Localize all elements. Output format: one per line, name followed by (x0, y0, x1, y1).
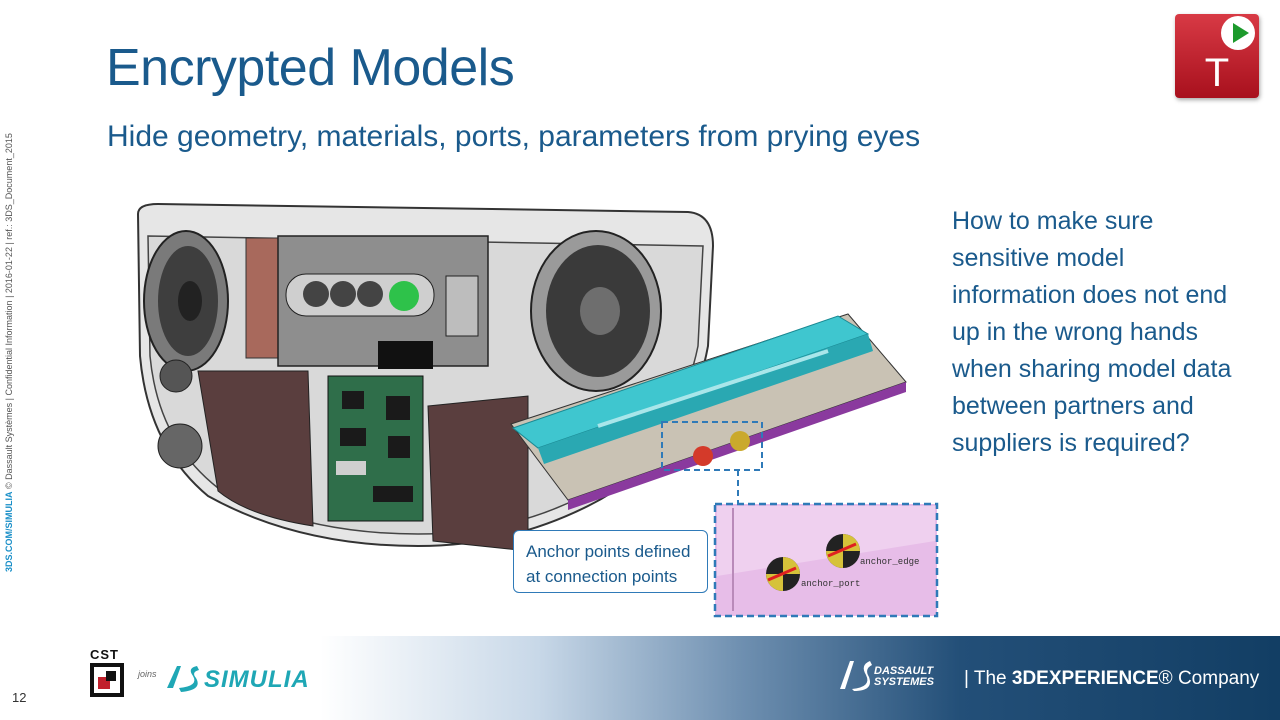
presenter-app-logo[interactable]: T (1175, 14, 1259, 98)
slide-subtitle: Hide geometry, materials, ports, paramet… (107, 120, 921, 153)
tag-bold: 3DEXPERIENCE (1011, 668, 1159, 689)
ds-logo-icon (840, 661, 872, 691)
callout-line-2: at connection points (526, 567, 678, 586)
simulia-logo-icon (167, 666, 199, 692)
callout-line-1: Anchor points defined (526, 542, 691, 561)
question-line: information does not end (952, 281, 1228, 309)
device-illustration: anchor_port anchor_edge (136, 202, 939, 618)
side-url: 3DS.COM/SIMULIA (4, 491, 14, 572)
ds-name-line-1: DASSAULT (874, 665, 934, 677)
footer-bar (0, 636, 1280, 720)
question-line: up in the wrong hands (952, 318, 1199, 346)
question-text: How to make sure sensitive model informa… (952, 203, 1252, 462)
ds-name: DASSAULT SYSTEMES (874, 666, 934, 688)
tag-prefix: | The (964, 668, 1012, 689)
anchor-port-label: anchor_port (801, 579, 860, 589)
question-line: suppliers is required? (952, 429, 1190, 457)
t-logo-letter: T (1204, 51, 1230, 95)
anchor-callout: Anchor points defined at connection poin… (513, 530, 708, 593)
question-line: How to make sure (952, 207, 1154, 235)
tag-suffix: ® Company (1158, 668, 1260, 689)
question-line: sensitive model (952, 244, 1125, 272)
question-line: when sharing model data (952, 355, 1232, 383)
simulia-wordmark: SIMULIA (204, 666, 310, 693)
question-line: between partners and (952, 392, 1194, 420)
play-icon[interactable] (1221, 16, 1255, 50)
anchor-edge-label: anchor_edge (860, 557, 919, 567)
joins-text: joins (138, 669, 157, 679)
slide-title: Encrypted Models (106, 39, 515, 97)
page-number: 12 (12, 690, 27, 705)
side-copyright-text: © Dassault Systèmes | Confidential Infor… (4, 133, 14, 492)
side-copyright: 3DS.COM/SIMULIA © Dassault Systèmes | Co… (4, 133, 18, 586)
cst-logo-icon: CST (90, 647, 128, 697)
cst-logo-text: CST (90, 647, 119, 662)
ds-name-line-2: SYSTEMES (874, 676, 934, 688)
ds-tagline: | The 3DEXPERIENCE® Company (964, 668, 1259, 690)
